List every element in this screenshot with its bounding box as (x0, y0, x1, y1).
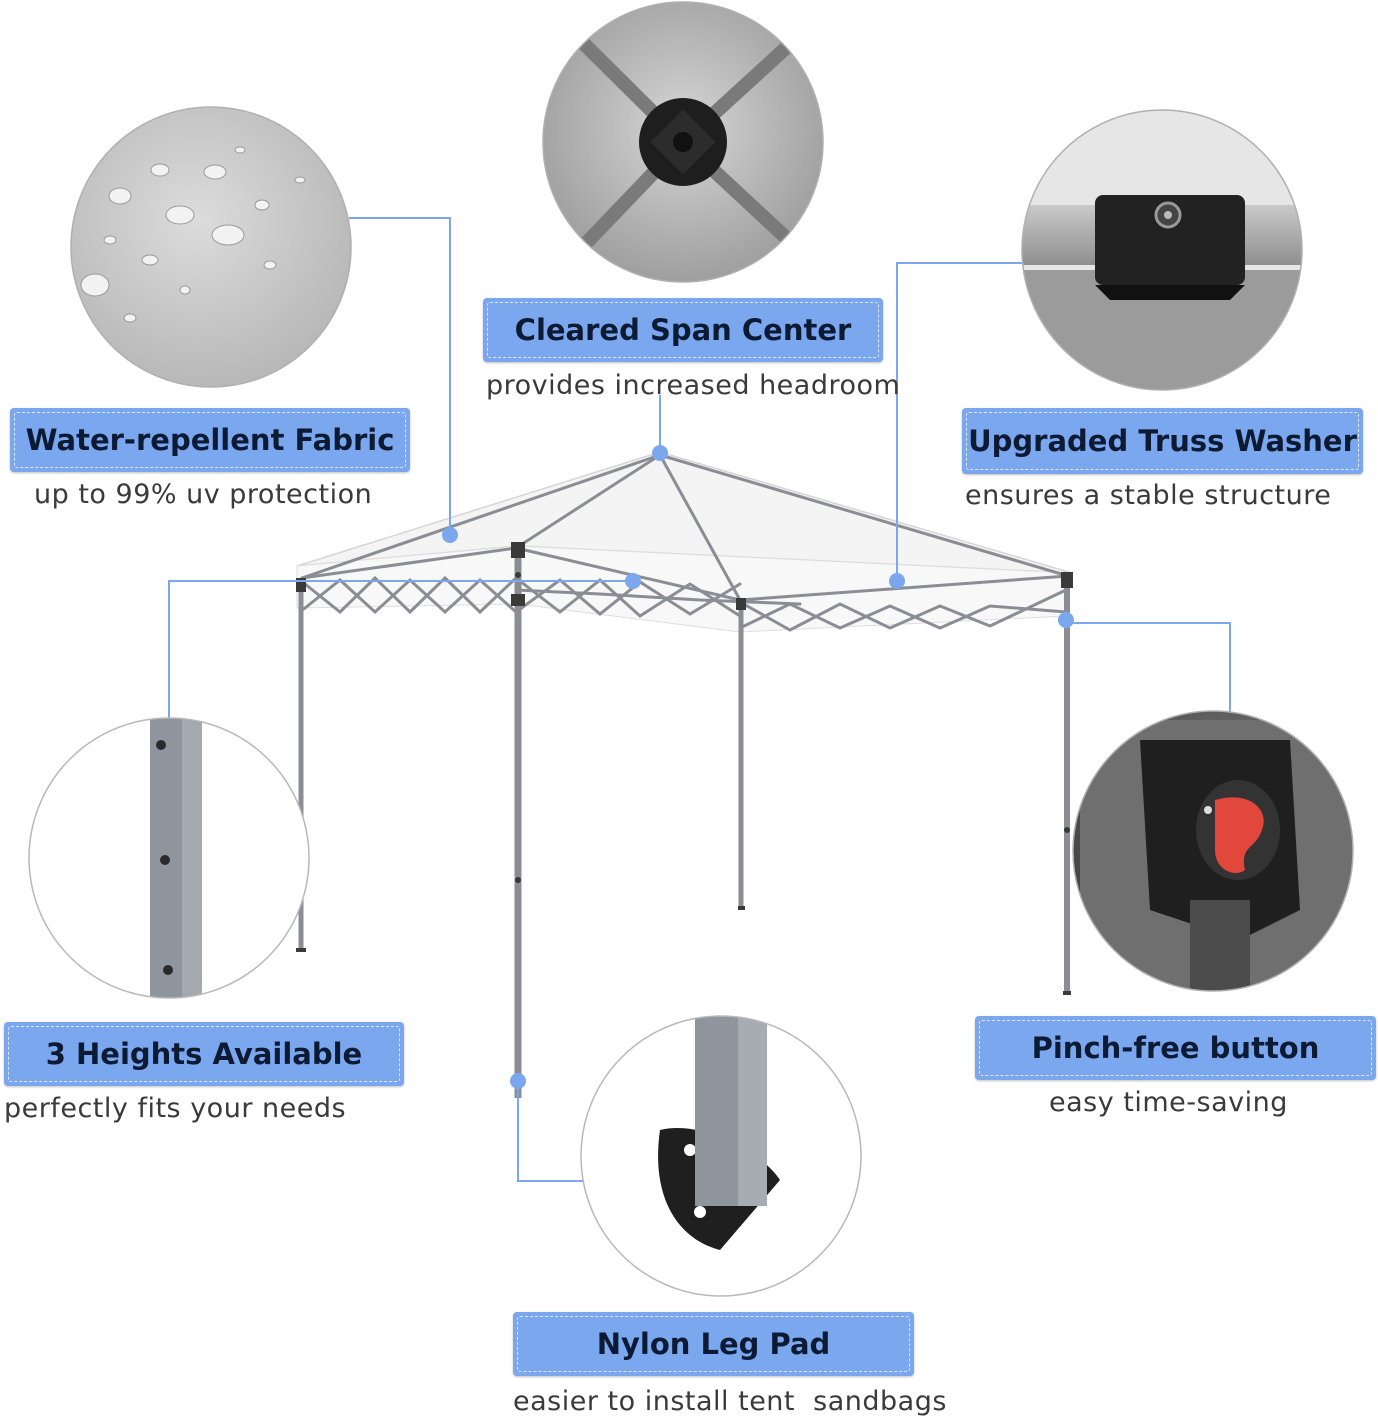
badge-heights: 3 Heights Available (4, 1022, 404, 1086)
photo-center-hub (542, 1, 824, 283)
title-washer: Upgraded Truss Washer (968, 424, 1357, 458)
subtitle-button: easy time-saving (1049, 1087, 1288, 1118)
subtitle-washer: ensures a stable structure (965, 480, 1332, 511)
photo-red-button (1072, 710, 1354, 992)
connector-button (1066, 622, 1231, 712)
title-fabric: Water-repellent Fabric (25, 423, 395, 457)
badge-legpad: Nylon Leg Pad (513, 1312, 914, 1376)
connector-legpad (517, 1081, 585, 1182)
subtitle-legpad: easier to install tent sandbags (513, 1386, 947, 1417)
title-button: Pinch-free button (1031, 1031, 1320, 1065)
tent-illustration (296, 451, 1073, 1098)
title-heights: 3 Heights Available (45, 1037, 363, 1071)
photo-water-droplets-fabric (70, 106, 352, 388)
photo-leg-holes (28, 717, 310, 999)
connector-fabric (349, 217, 451, 535)
subtitle-heights: perfectly fits your needs (4, 1093, 347, 1124)
badge-button: Pinch-free button (975, 1016, 1376, 1080)
subtitle-fabric: up to 99% uv protection (34, 479, 373, 510)
connector-heights (168, 580, 633, 718)
title-legpad: Nylon Leg Pad (596, 1327, 831, 1361)
photo-truss-washer (1021, 109, 1303, 391)
subtitle-span: provides increased headroom (486, 370, 901, 401)
photo-leg-pad (580, 1015, 862, 1297)
badge-washer: Upgraded Truss Washer (962, 408, 1363, 474)
title-span: Cleared Span Center (514, 313, 852, 347)
badge-span: Cleared Span Center (483, 298, 883, 362)
connector-washer (896, 262, 1022, 581)
connector-dots (442, 445, 1074, 1089)
badge-fabric: Water-repellent Fabric (10, 408, 410, 472)
connector-lines (168, 217, 1231, 1182)
